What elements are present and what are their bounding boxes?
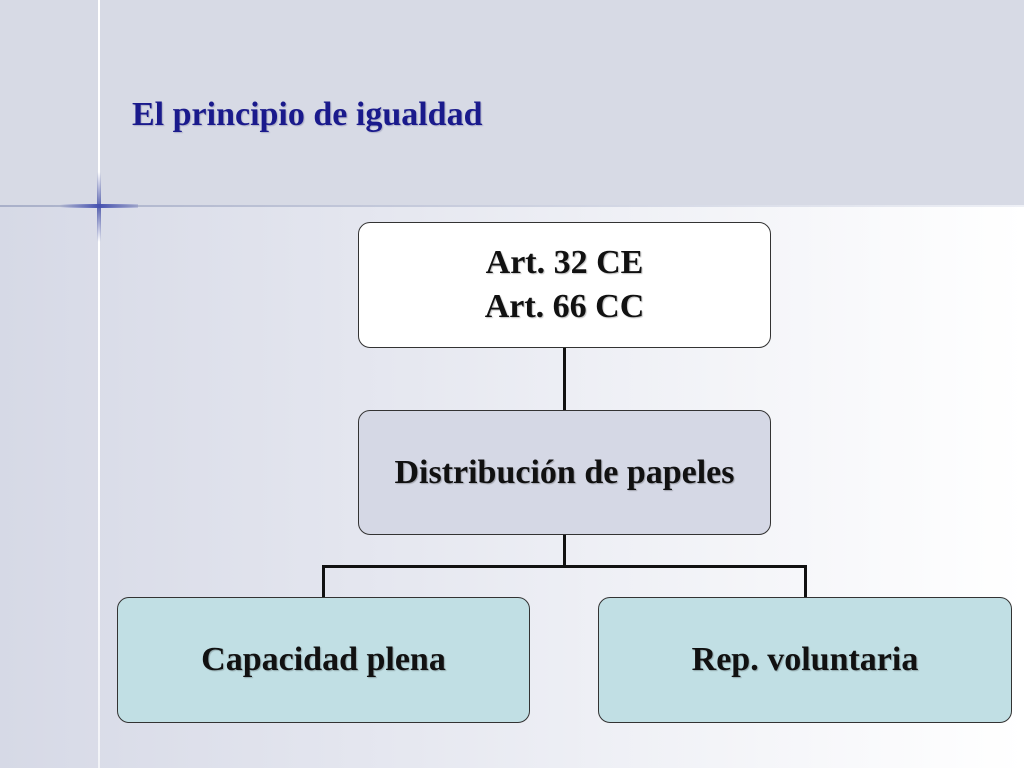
node-role-distribution-label: Distribución de papeles <box>394 453 735 491</box>
header-band <box>0 0 1024 206</box>
node-full-capacity-label: Capacidad plena <box>201 641 446 678</box>
node-full-capacity: Capacidad plena <box>117 597 530 723</box>
node-role-distribution: Distribución de papeles <box>358 410 771 535</box>
connector-horizontal-bar <box>322 565 807 568</box>
node-voluntary-representation: Rep. voluntaria <box>598 597 1012 723</box>
header-divider <box>0 205 1024 207</box>
connector-to-left-child <box>322 565 325 597</box>
connector-root-to-middle <box>563 348 566 410</box>
slide-title: El principio de igualdad <box>132 96 483 133</box>
node-legal-articles: Art. 32 CE Art. 66 CC <box>358 222 771 348</box>
connector-to-right-child <box>804 565 807 597</box>
left-vertical-rule <box>98 0 100 768</box>
connector-middle-down <box>563 535 566 566</box>
decorative-cross-horizontal <box>60 204 138 208</box>
node-voluntary-representation-label: Rep. voluntaria <box>691 641 919 678</box>
node-legal-articles-line1: Art. 32 CE <box>485 243 644 281</box>
node-legal-articles-line2: Art. 66 CC <box>484 288 645 325</box>
